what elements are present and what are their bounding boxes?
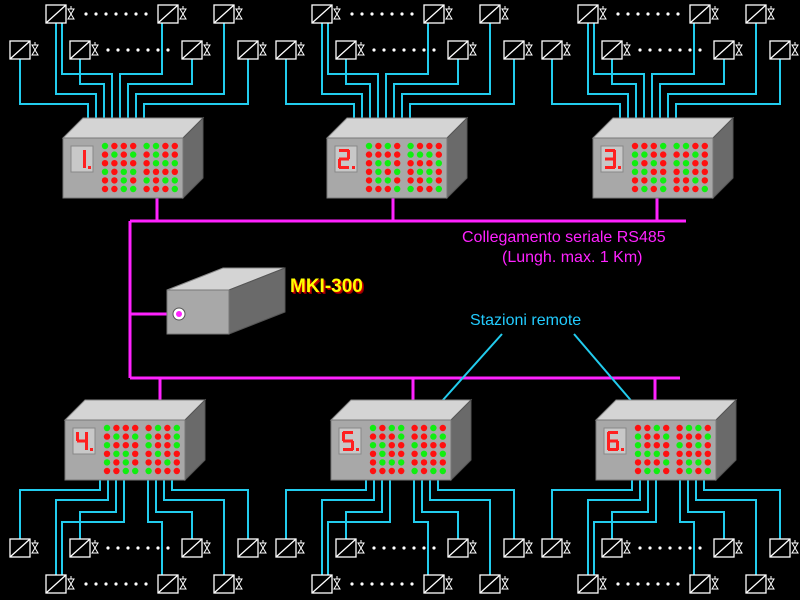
station-3-ellipsis-mid [638,48,702,52]
station-4-sensor-bottom-3 [213,574,243,594]
station-5-sensor-bottom-1 [311,574,341,594]
remote-station-callouts [433,333,635,411]
station-6-led-matrix [634,424,711,475]
remote-station-4 [63,398,207,482]
station-5-sensor-mid-4 [503,538,533,558]
station-3-sensor-mid-1 [541,40,571,60]
station-6-sensor-mid-1 [541,538,571,558]
station-1-sensor-top-1 [45,4,75,24]
station-6-sensor-mid-4 [769,538,799,558]
station-6-sensor-bottom-2 [689,574,719,594]
station-5-sensor-mid-3 [447,538,477,558]
mki-300-box [166,267,286,335]
station-5-sensor-mid-2 [335,538,365,558]
station-3-sensor-top-2 [689,4,719,24]
station-2-display [334,145,358,173]
station-1-sensor-mid-2 [69,40,99,60]
station-1-ellipsis-mid [106,48,170,52]
bus-label: Collegamento seriale RS485 (Lungh. max. … [462,228,712,268]
mki-300-unit [166,267,286,335]
station-3-led-matrix [631,142,708,193]
station-2-sensor-top-1 [311,4,341,24]
station-1-sensor-mid-3 [181,40,211,60]
station-4-ellipsis-mid [106,546,170,550]
remote-station-3 [591,116,735,200]
station-5-ellipsis-mid [372,546,436,550]
station-4-sensor-bottom-2 [157,574,187,594]
station-1-sensor-top-2 [157,4,187,24]
station-6-ellipsis-bottom [616,582,680,586]
station-5-ellipsis-bottom [350,582,414,586]
station-3-sensor-mid-4 [769,40,799,60]
rs485-bus [128,198,686,402]
station-6-sensor-bottom-3 [745,574,775,594]
remote-stations [61,116,738,482]
station-5-sensor-mid-1 [275,538,305,558]
station-2-led-matrix [365,142,442,193]
station-4-ellipsis-bottom [84,582,148,586]
station-2-sensor-mid-1 [275,40,305,60]
remote-stations-label: Stazioni remote [470,312,582,329]
station-3-display [600,145,624,173]
station-2-sensor-mid-3 [447,40,477,60]
station-2-ellipsis-mid [372,48,436,52]
station-3-sensor-mid-2 [601,40,631,60]
station-3-ellipsis-top [616,12,680,16]
station-1-sensor-mid-4 [237,40,267,60]
station-5-display [338,427,362,455]
station-6-display [603,427,627,455]
bus-label-line1: Collegamento seriale RS485 [462,229,666,246]
station-1-sensor-mid-1 [9,40,39,60]
station-3-sensor-mid-3 [713,40,743,60]
remote-station-1 [61,116,205,200]
station-6-sensor-bottom-1 [577,574,607,594]
station-5-sensor-bottom-3 [479,574,509,594]
station-1-ellipsis-top [84,12,148,16]
station-1-led-matrix [101,142,178,193]
sensor-devices [9,4,799,594]
station-3-sensor-top-3 [745,4,775,24]
remote-station-5 [329,398,473,482]
station-6-sensor-mid-2 [601,538,631,558]
bus-label-line2: (Lungh. max. 1 Km) [502,249,643,266]
station-4-led-matrix [103,424,180,475]
station-4-display [72,427,96,455]
master-unit-label: MKI-300 [290,276,363,297]
station-1-sensor-top-3 [213,4,243,24]
remote-station-2 [325,116,469,200]
station-1-display [70,145,94,173]
station-4-sensor-mid-4 [237,538,267,558]
station-5-sensor-bottom-2 [423,574,453,594]
station-2-sensor-top-3 [479,4,509,24]
remote-station-6 [594,398,738,482]
station-6-sensor-mid-3 [713,538,743,558]
station-6-ellipsis-mid [638,546,702,550]
station-4-sensor-mid-1 [9,538,39,558]
station-2-sensor-mid-4 [503,40,533,60]
station-4-sensor-bottom-1 [45,574,75,594]
station-4-sensor-mid-3 [181,538,211,558]
station-2-sensor-mid-2 [335,40,365,60]
station-4-sensor-mid-2 [69,538,99,558]
station-5-led-matrix [369,424,446,475]
station-3-sensor-top-1 [577,4,607,24]
station-2-ellipsis-top [350,12,414,16]
sensor-wiring [19,23,781,575]
station-2-sensor-top-2 [423,4,453,24]
